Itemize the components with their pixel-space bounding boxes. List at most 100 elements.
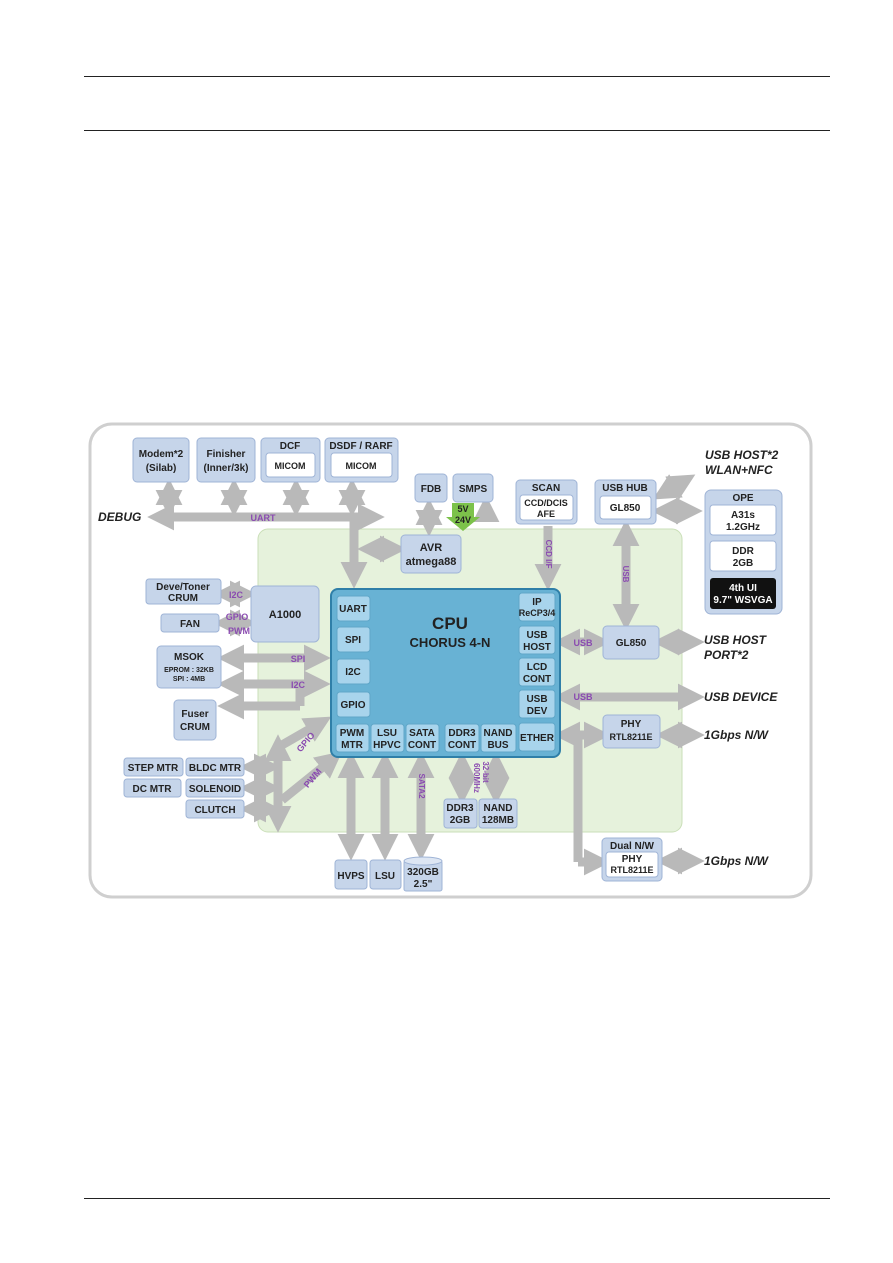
cpu-nand-bus [480,723,517,753]
debug-label: DEBUG [98,510,141,524]
usb-host-wlan-line1: USB HOST*2 [705,448,779,462]
cpu-i2c [336,658,371,685]
cpu-uart-label: UART [339,604,367,615]
dcf-micom [265,452,316,478]
finisher-block [196,437,256,483]
avr-line2: atmega88 [406,556,457,568]
fuser-crum-block [173,699,217,741]
clutch-label: CLUTCH [194,805,235,816]
cpu-ip [518,592,556,622]
ope-cpu-line2: 1.2GHz [726,522,760,533]
dual-nw-title: Dual N/W [610,841,654,852]
scan-line2: AFE [537,509,555,519]
cpu-sata-cont [405,723,440,753]
deve-toner-line2: CRUM [168,593,198,604]
cpu-block [330,588,561,758]
arrow-usbhub-wlan [652,474,696,500]
cpu-usb-dev-line2: DEV [527,706,548,717]
label-spi: SPI [291,654,306,664]
usb-host-wlan-line2: WLAN+NFC [705,463,773,477]
phy1-block [602,714,661,749]
cpu-usb-host-line2: HOST [523,642,551,653]
cpu-lsu-line1: LSU [377,728,397,739]
a1000-block [250,585,320,643]
arrow-smps-voltage [446,503,480,531]
cpu-ether [518,722,556,752]
dual-nw-line2: RTL8211E [610,865,653,875]
clutch-block [185,799,245,819]
fuser-line1: Fuser [181,709,208,720]
cpu-ddr3-cont [444,723,480,753]
bldc-mtr-block [185,757,245,777]
cpu-usb-dev [518,689,556,719]
gbps-label-1: 1Gbps N/W [704,728,770,742]
deve-toner-line1: Deve/Toner [156,582,210,593]
label-ccd-if: CCD I/F [544,540,553,569]
nand-line1: NAND [484,803,513,814]
dcf-title: DCF [280,441,301,452]
scan-inner [519,494,574,521]
msok-block [156,645,222,689]
nand-block [478,798,518,829]
ope-lcd [710,578,776,609]
fdb-block [414,473,448,503]
ope-lcd-line2: 9.7" WSVGA [713,595,772,606]
cpu-pwm-mtr [335,723,370,753]
usb-device-label: USB DEVICE [704,690,778,704]
ope-title: OPE [732,493,753,504]
dsdf-title: DSDF / RARF [329,441,392,452]
cpu-lsu-line2: HPVC [373,740,401,751]
cpu-lcd-cont [518,657,556,687]
modem-line2: (Silab) [146,463,177,474]
cpu-lcd-line2: CONT [523,674,551,685]
header-rule-bottom [84,130,830,131]
cpu-i2c-label: I2C [345,667,361,678]
cpu-nand-line2: BUS [487,740,508,751]
label-usb-vert: USB [621,566,630,583]
cpu-sata-line2: CONT [408,740,436,751]
gl850-label: GL850 [616,638,647,649]
smps-24v: 24V [455,515,471,525]
gbps-label-2: 1Gbps N/W [704,854,770,868]
hdd-line2: 2.5" [414,879,433,890]
fdb-label: FDB [421,484,442,495]
scan-line1: CCD/DCIS [524,498,568,508]
label-usb-host: USB [573,638,593,648]
dc-mtr-label: DC MTR [133,784,173,795]
avr-line1: AVR [420,542,442,554]
ddr3-line1: DDR3 [446,803,474,814]
dual-nw-line1: PHY [622,854,643,865]
solenoid-block [185,778,245,798]
step-mtr-block [123,757,184,777]
nand-line2: 128MB [482,815,514,826]
cpu-gpio [336,691,371,718]
msok-spi: SPI : 4MB [173,676,205,683]
cpu-ip-line1: IP [532,597,542,608]
avr-block [400,534,462,574]
ope-cpu-line1: A31s [731,510,755,521]
fan-block [160,613,220,633]
cpu-ddr3-line2: CONT [448,740,476,751]
dsdf-micom-label: MICOM [346,461,377,471]
fuser-line2: CRUM [180,722,210,733]
dc-mtr-block [123,778,182,798]
cpu-nand-line1: NAND [484,728,513,739]
ope-ddr-line1: DDR [732,546,754,557]
arrow-gpio-diag [279,716,332,749]
ope-cpu [709,504,777,536]
cpu-usb-host [518,625,556,655]
cpu-title: CPU [432,614,468,633]
smps-label: SMPS [459,484,488,495]
label-pwm: PWM [228,626,250,636]
hvps-block [334,859,368,890]
bldc-mtr-label: BLDC MTR [189,763,242,774]
dsdf-micom [330,452,393,478]
label-600mhz: 600MHz [472,763,481,793]
lsu-block [369,859,402,890]
a1000-label: A1000 [269,609,301,621]
step-mtr-label: STEP MTR [128,763,179,774]
dcf-micom-label: MICOM [275,461,306,471]
smps-block [452,473,494,503]
gl850-block [602,625,660,660]
